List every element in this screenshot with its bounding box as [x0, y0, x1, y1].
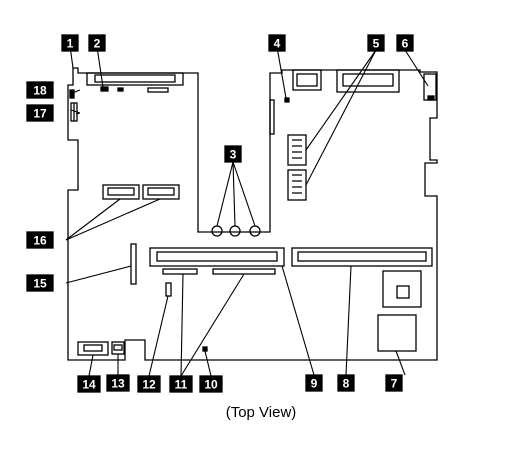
svg-text:5: 5: [373, 37, 380, 51]
svg-text:18: 18: [33, 84, 47, 98]
svg-text:1: 1: [67, 37, 74, 51]
test-point-3b: [229, 225, 241, 237]
svg-text:16: 16: [33, 234, 47, 248]
svg-text:6: 6: [402, 37, 409, 51]
connector-5b-pins: [292, 174, 302, 194]
dsub-connector-inner: [342, 73, 394, 87]
vertical-slot: [269, 99, 275, 135]
test-point-3c: [249, 225, 261, 237]
vga-connector-a-inner: [296, 73, 318, 87]
chip-4: [284, 97, 290, 103]
callout-8: 8: [337, 374, 355, 392]
callout-15: 15: [26, 274, 54, 292]
callout-1: 1: [61, 34, 79, 52]
dimm-slot-right-inner: [297, 251, 427, 262]
connector-16a-inner: [107, 187, 135, 196]
svg-text:7: 7: [391, 377, 398, 391]
chip-7a: [382, 270, 422, 308]
svg-text:2: 2: [94, 37, 101, 51]
board-outline: [67, 67, 438, 361]
svg-text:11: 11: [175, 378, 188, 392]
callout-2: 2: [88, 34, 106, 52]
callout-18: 18: [26, 81, 54, 99]
parallel-connector-pins: [94, 74, 176, 83]
parallel-connector: [86, 72, 184, 86]
header-11b: [212, 268, 276, 275]
callout-17: 17: [26, 104, 54, 122]
callout-14: 14: [77, 375, 101, 393]
connector-5a-pins: [292, 139, 302, 159]
small-header-2: [100, 86, 109, 92]
callout-13: 13: [106, 374, 130, 392]
callout-11: 11: [169, 375, 193, 393]
callout-16: 16: [26, 231, 54, 249]
callout-4: 4: [268, 34, 286, 52]
connector-14: [77, 341, 109, 356]
connector-16a: [102, 184, 140, 200]
svg-text:13: 13: [111, 377, 125, 391]
connector-13-inner: [113, 344, 123, 351]
svg-text:14: 14: [82, 378, 96, 392]
callout-9: 9: [305, 374, 323, 392]
callout-5: 5: [367, 34, 385, 52]
dsub-connector: [336, 69, 400, 93]
header-12: [165, 282, 172, 297]
svg-text:8: 8: [343, 377, 350, 391]
callout-6: 6: [396, 34, 414, 52]
header-11a: [162, 268, 198, 275]
callout-7: 7: [385, 374, 403, 392]
callout-3: 3: [224, 145, 242, 163]
svg-text:17: 17: [33, 107, 47, 121]
small-header-2c: [147, 87, 169, 93]
dimm-slot-left-inner: [156, 251, 278, 262]
connector-16b-inner: [147, 187, 175, 196]
connector-15: [130, 243, 137, 285]
leader-lines: [65, 45, 429, 377]
diagram-caption: (Top View): [225, 404, 297, 421]
connector-6-inner: [427, 95, 435, 101]
connector-16b: [142, 184, 180, 200]
connector-14-inner: [83, 344, 103, 352]
vga-connector-a: [292, 69, 322, 91]
dimm-slot-right: [291, 247, 433, 267]
small-header-2b: [117, 87, 124, 92]
callout-10: 10: [199, 375, 223, 393]
chip-7b: [377, 314, 417, 352]
svg-text:15: 15: [33, 277, 47, 291]
svg-text:4: 4: [274, 37, 281, 51]
chip-10: [202, 346, 208, 352]
svg-text:9: 9: [311, 377, 318, 391]
svg-text:3: 3: [230, 148, 237, 162]
dimm-slot-left: [149, 247, 285, 267]
test-point-3a: [211, 225, 223, 237]
svg-text:12: 12: [142, 378, 156, 392]
callout-12: 12: [137, 375, 161, 393]
svg-text:10: 10: [204, 378, 218, 392]
chip-7a-inner: [396, 285, 410, 299]
